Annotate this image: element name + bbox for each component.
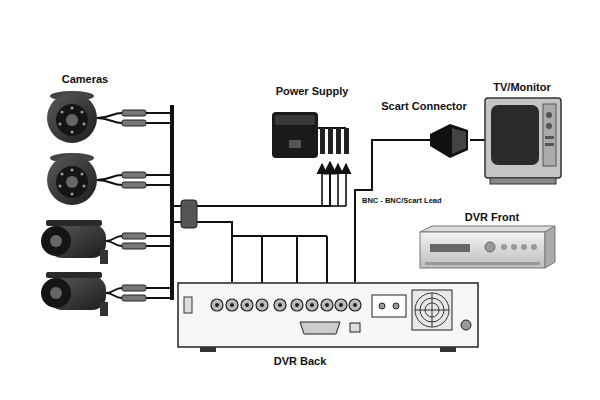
bullet-camera [41, 220, 108, 264]
bullet-camera [41, 272, 108, 316]
caption: DVR Back [274, 355, 327, 368]
tv-monitor-figure [485, 98, 561, 184]
bnc-plugs [122, 110, 197, 301]
dvr-back-figure [178, 283, 478, 352]
input-leads [232, 236, 327, 283]
cable [205, 222, 232, 282]
cable [205, 162, 330, 206]
caption: Power Supply [276, 85, 349, 98]
dome-camera [47, 153, 97, 205]
cable [355, 140, 378, 282]
caption: Cameras [62, 73, 108, 86]
dvr-front-figure [420, 226, 555, 268]
scart-connector: Scart Connector [378, 97, 470, 163]
dvr-front: DVR Front [410, 208, 558, 278]
camera-cables [97, 105, 205, 300]
camera-group: Cameras [35, 70, 205, 325]
caption: Scart Connector [381, 100, 467, 113]
dome-camera [47, 91, 97, 143]
power-leads [322, 164, 346, 206]
caption: TV/Monitor [493, 81, 550, 94]
cable [470, 139, 480, 141]
tv-monitor: TV/Monitor [480, 78, 575, 190]
scart-plug [378, 124, 485, 158]
caption: DVR Front [465, 211, 519, 224]
power-supply-unit [272, 112, 349, 158]
dvr-back: DVR Back [175, 282, 480, 370]
cable-label: BNC - BNC/Scart Lead [360, 196, 444, 206]
power-supply: Power Supply [262, 82, 362, 162]
